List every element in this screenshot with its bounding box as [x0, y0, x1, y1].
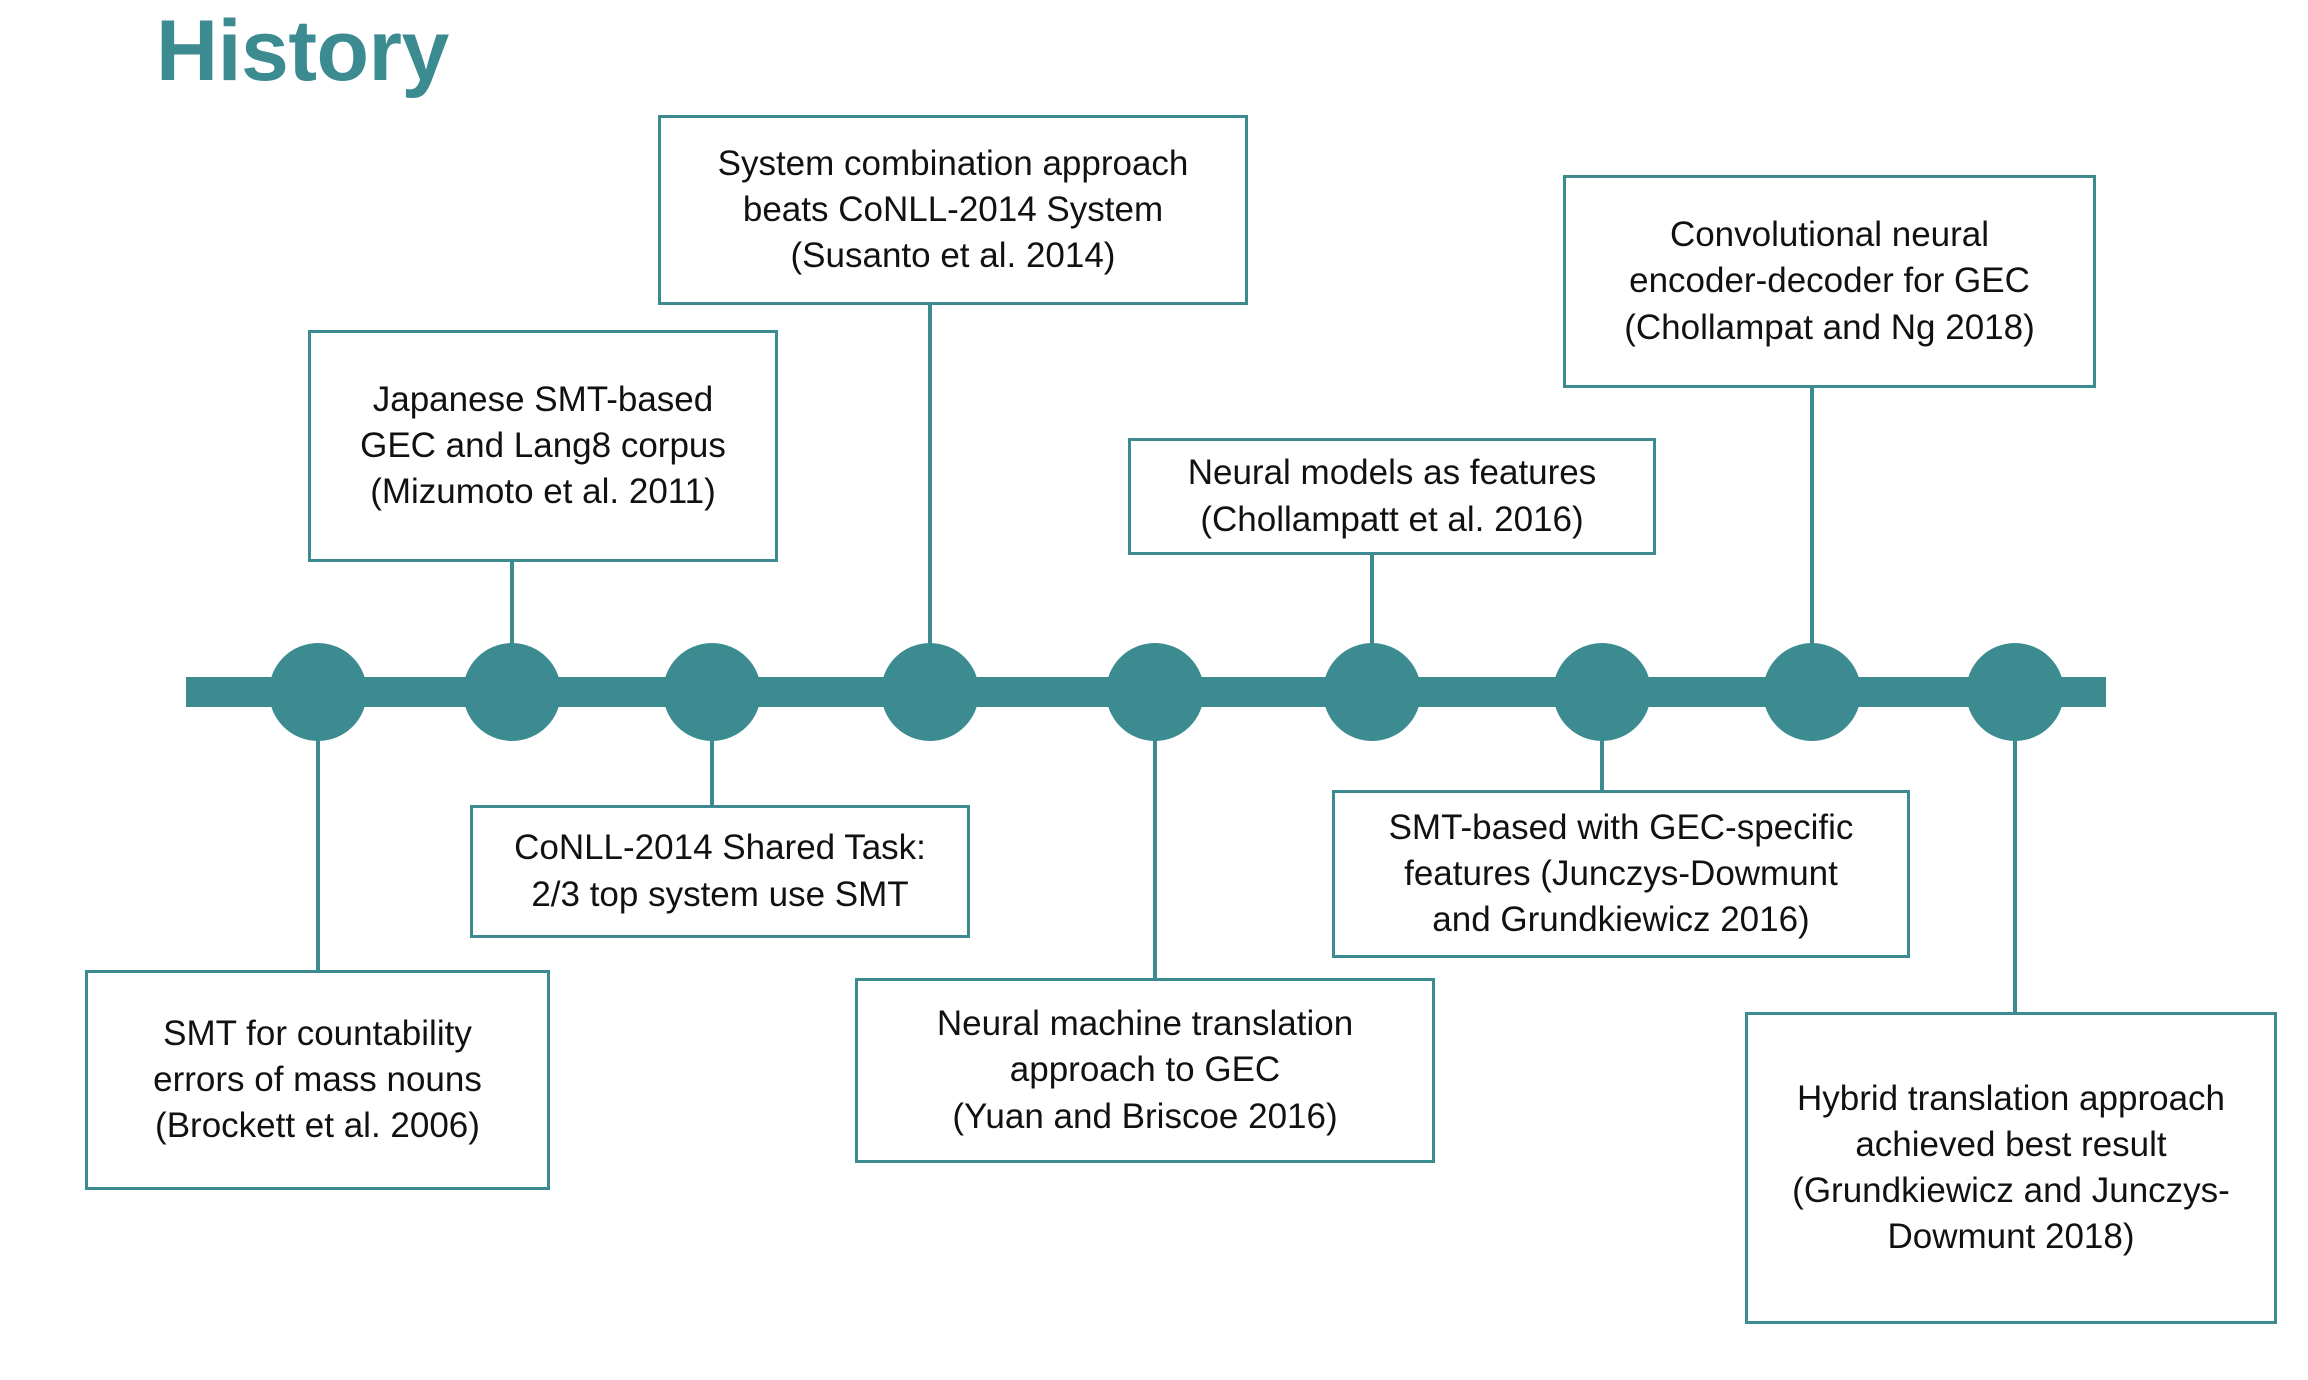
connector-susanto-2014 — [928, 302, 932, 645]
timeline-node-1[interactable] — [269, 643, 367, 741]
timeline-node-2[interactable] — [463, 643, 561, 741]
callout-chollampat-ng-2018[interactable]: Convolutional neural encoder-decoder for… — [1563, 175, 2096, 388]
timeline-node-6[interactable] — [1323, 643, 1421, 741]
timeline-node-8[interactable] — [1763, 643, 1861, 741]
connector-brockett-2006 — [316, 740, 320, 970]
timeline-node-4[interactable] — [881, 643, 979, 741]
callout-text: SMT-based with GEC-specific features (Ju… — [1388, 807, 1854, 940]
connector-yuan-briscoe-2016 — [1153, 740, 1157, 978]
callout-brockett-2006[interactable]: SMT for countability errors of mass noun… — [85, 970, 550, 1190]
connector-junczys-dowmunt-2016 — [1600, 740, 1604, 790]
callout-text: System combination approach beats CoNLL-… — [717, 143, 1189, 276]
timeline-node-7[interactable] — [1553, 643, 1651, 741]
timeline-node-5[interactable] — [1106, 643, 1204, 741]
callout-text: CoNLL-2014 Shared Task: 2/3 top system u… — [514, 828, 926, 914]
callout-susanto-2014[interactable]: System combination approach beats CoNLL-… — [658, 115, 1248, 305]
connector-chollampatt-2016 — [1370, 552, 1374, 645]
callout-text: Neural machine translation approach to G… — [936, 1004, 1354, 1136]
callout-conll-2014-shared-task[interactable]: CoNLL-2014 Shared Task: 2/3 top system u… — [470, 805, 970, 938]
connector-mizumoto-2011 — [510, 560, 514, 645]
callout-text: Neural models as features (Chollampatt e… — [1187, 453, 1597, 539]
callout-junczys-dowmunt-2016[interactable]: SMT-based with GEC-specific features (Ju… — [1332, 790, 1910, 958]
timeline-node-3[interactable] — [663, 643, 761, 741]
callout-grundkiewicz-2018[interactable]: Hybrid translation approach achieved bes… — [1745, 1012, 2277, 1324]
callout-yuan-briscoe-2016[interactable]: Neural machine translation approach to G… — [855, 978, 1435, 1163]
callout-text: Hybrid translation approach achieved bes… — [1792, 1078, 2230, 1257]
callout-text: SMT for countability errors of mass noun… — [153, 1013, 482, 1146]
callout-text: Convolutional neural encoder-decoder for… — [1624, 215, 2035, 347]
callout-chollampatt-2016[interactable]: Neural models as features (Chollampatt e… — [1128, 438, 1656, 555]
connector-chollampat-ng-2018 — [1810, 387, 1814, 645]
timeline-node-9[interactable] — [1966, 643, 2064, 741]
callout-mizumoto-2011[interactable]: Japanese SMT-based GEC and Lang8 corpus … — [308, 330, 778, 562]
callout-text: Japanese SMT-based GEC and Lang8 corpus … — [360, 379, 726, 512]
connector-conll-2014 — [710, 740, 714, 805]
connector-grundkiewicz-2018 — [2013, 740, 2017, 1012]
page-title: History — [156, 3, 449, 99]
